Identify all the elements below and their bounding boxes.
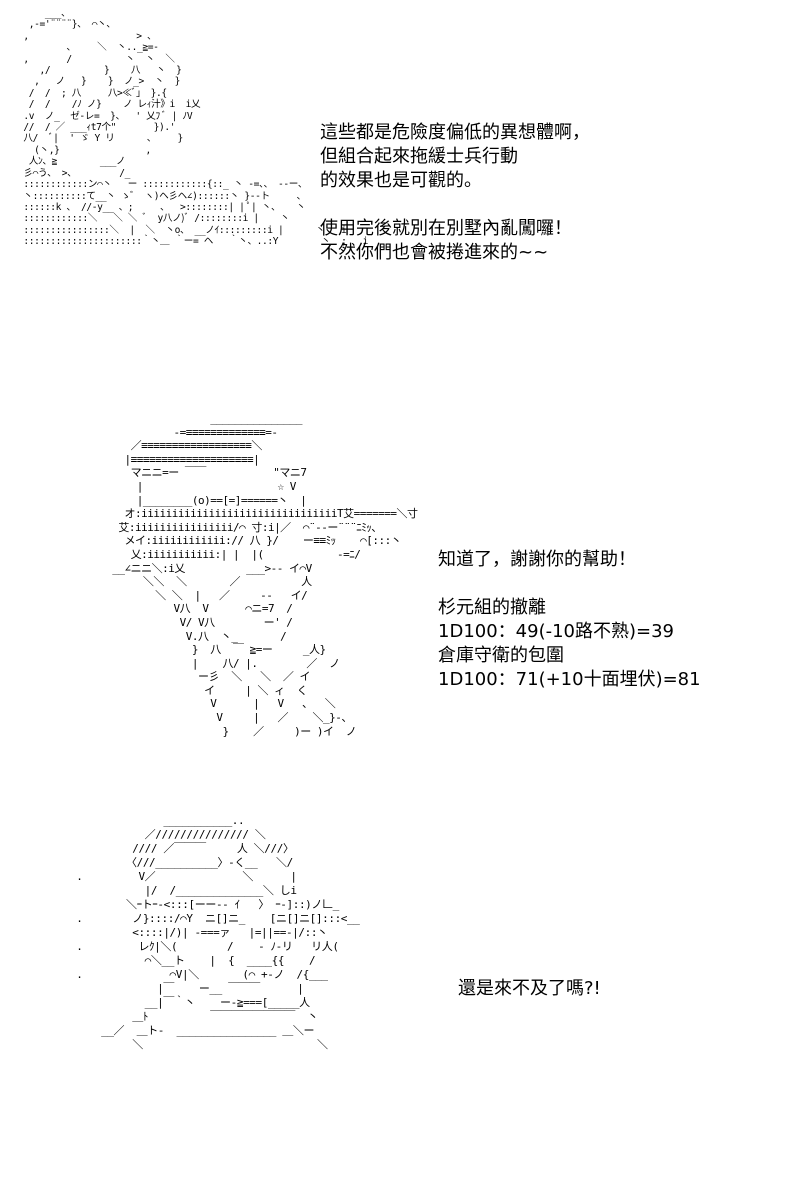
panel-1: ___、 ,-='¨¨¨¨}、 ⌒丶、 , > 、 、 ＼ 丶.._≧=- , … [0,0,800,400]
ascii-art-character-2: _______________ -=≡≡≡≡≡≡≡≡≡≡≡≡≡=- ／≡≡≡≡≡… [112,412,418,738]
dialogue-line: 但組合起來拖緩士兵行動 [320,146,518,167]
panel-3: ___________.. ／/////////////// ＼ //// ／￣… [0,800,800,1200]
dialogue-line: 的效果也是可觀的。 [320,170,482,191]
dialogue-block-2: 知道了，謝謝你的幫助！ 杉元組的撤離 1D100：49(-10路不熟)=39 倉… [438,548,701,692]
dialogue-block-3: 還是來不及了嗎?! [458,977,601,1001]
dialogue-line: 1D100：49(-10路不熟)=39 [438,621,675,642]
dialogue-line: 還是來不及了嗎?! [458,978,601,999]
dialogue-line: 使用完後就別在別墅內亂闖囉！ [320,218,572,239]
dialogue-block-1: 這些都是危險度偏低的異想體啊， 但組合起來拖緩士兵行動 的效果也是可觀的。 使用… [320,121,590,265]
ascii-art-character-1: ___、 ,-='¨¨¨¨}、 ⌒丶、 , > 、 、 ＼ 丶.._≧=- , … [23,8,368,248]
panel-2: _______________ -=≡≡≡≡≡≡≡≡≡≡≡≡≡=- ／≡≡≡≡≡… [0,400,800,800]
dialogue-line: 不然你們也會被捲進來的~~ [320,242,549,263]
dialogue-line: 杉元組的撤離 [438,597,546,618]
dialogue-spacer [438,572,701,596]
ascii-art-character-3: ___________.. ／/////////////// ＼ //// ／￣… [76,814,360,1051]
dialogue-line: 這些都是危險度偏低的異想體啊， [320,122,590,143]
dialogue-line: 知道了，謝謝你的幫助！ [438,549,636,570]
dialogue-line: 1D100：71(+10十面埋伏)=81 [438,669,701,690]
dialogue-spacer [320,193,590,217]
dialogue-line: 倉庫守衛的包圍 [438,645,564,666]
